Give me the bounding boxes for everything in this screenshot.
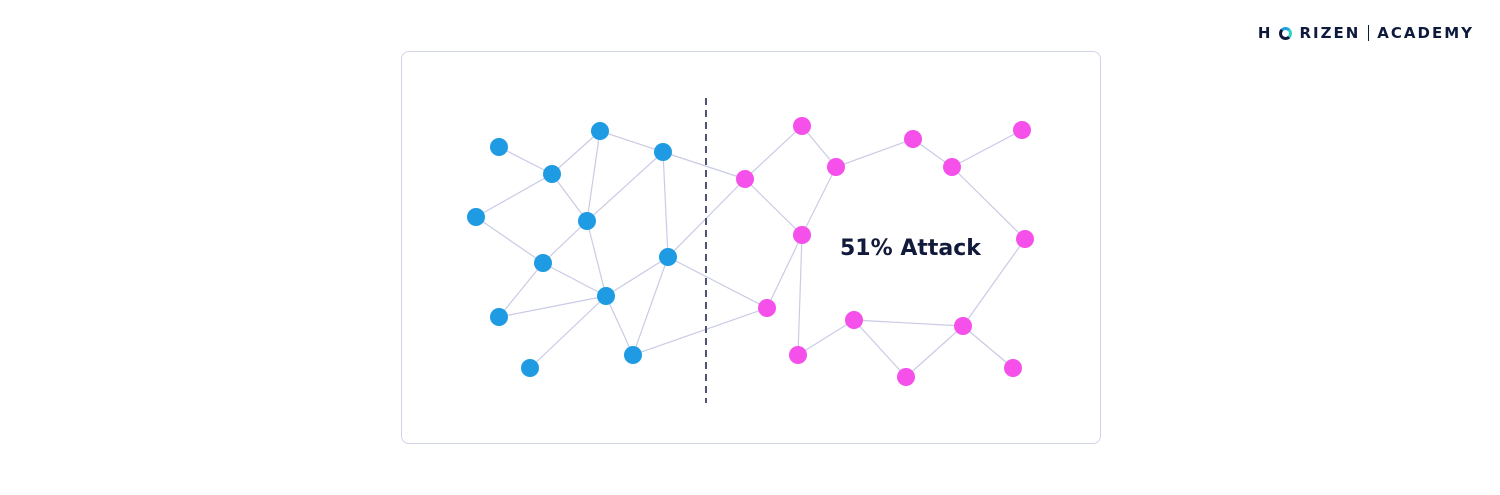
horizen-academy-logo: H RIZEN ACADEMY bbox=[1258, 24, 1474, 42]
attacker-node bbox=[1013, 121, 1031, 139]
network-edge bbox=[529, 295, 607, 369]
network-edge bbox=[962, 238, 1026, 327]
honest-node bbox=[624, 346, 642, 364]
honest-node bbox=[654, 143, 672, 161]
network-edge bbox=[667, 256, 768, 309]
attacker-node bbox=[827, 158, 845, 176]
network-edge bbox=[853, 319, 964, 327]
network-edge bbox=[498, 146, 553, 175]
network-edge bbox=[605, 256, 669, 297]
network-edge bbox=[962, 325, 1014, 369]
network-edge bbox=[905, 325, 964, 378]
network-edge bbox=[498, 262, 544, 318]
honest-node bbox=[490, 308, 508, 326]
honest-node bbox=[578, 212, 596, 230]
network-edge bbox=[766, 234, 803, 309]
network-edge bbox=[951, 129, 1023, 168]
attacker-node bbox=[793, 117, 811, 135]
network-edge bbox=[605, 295, 634, 356]
network-edge bbox=[662, 151, 669, 258]
logo-text-academy: ACADEMY bbox=[1377, 24, 1474, 42]
network-edge bbox=[632, 256, 669, 356]
network-edge bbox=[744, 125, 803, 180]
network-edge bbox=[835, 138, 914, 168]
honest-node bbox=[597, 287, 615, 305]
attacker-node bbox=[736, 170, 754, 188]
network-edge bbox=[797, 319, 855, 356]
logo-divider bbox=[1368, 25, 1370, 41]
network-edge bbox=[801, 166, 837, 236]
attacker-node bbox=[1016, 230, 1034, 248]
network-edge bbox=[542, 262, 607, 297]
honest-node bbox=[543, 165, 561, 183]
network-edge bbox=[586, 130, 601, 222]
logo-text-rizen: RIZEN bbox=[1299, 24, 1361, 42]
network-edge bbox=[599, 130, 664, 153]
network-edge bbox=[586, 151, 664, 222]
attacker-node bbox=[789, 346, 807, 364]
network-edge bbox=[586, 220, 607, 297]
network-edge bbox=[632, 307, 768, 356]
attacker-node bbox=[793, 226, 811, 244]
network-edge bbox=[662, 151, 746, 180]
attack-label: 51% Attack bbox=[840, 236, 981, 261]
attacker-node bbox=[954, 317, 972, 335]
network-edge bbox=[744, 178, 803, 236]
attacker-node bbox=[1004, 359, 1022, 377]
network-edge bbox=[853, 319, 907, 378]
network-edge bbox=[498, 295, 607, 318]
logo-o-icon bbox=[1279, 26, 1293, 40]
network-edge bbox=[797, 234, 803, 356]
network-edge bbox=[475, 216, 544, 264]
network-edge bbox=[551, 173, 588, 222]
diagram-frame bbox=[401, 51, 1101, 444]
attacker-node bbox=[897, 368, 915, 386]
honest-node bbox=[490, 138, 508, 156]
attacker-node bbox=[845, 311, 863, 329]
network-edge bbox=[475, 173, 553, 218]
attacker-node bbox=[904, 130, 922, 148]
honest-node bbox=[467, 208, 485, 226]
honest-node bbox=[521, 359, 539, 377]
logo-text-h: H bbox=[1257, 24, 1273, 42]
honest-node bbox=[659, 248, 677, 266]
attacker-node bbox=[758, 299, 776, 317]
honest-node bbox=[534, 254, 552, 272]
attacker-node bbox=[943, 158, 961, 176]
network-edge bbox=[551, 130, 601, 175]
network-edge bbox=[951, 166, 1026, 240]
network-edge bbox=[542, 220, 588, 264]
honest-node bbox=[591, 122, 609, 140]
